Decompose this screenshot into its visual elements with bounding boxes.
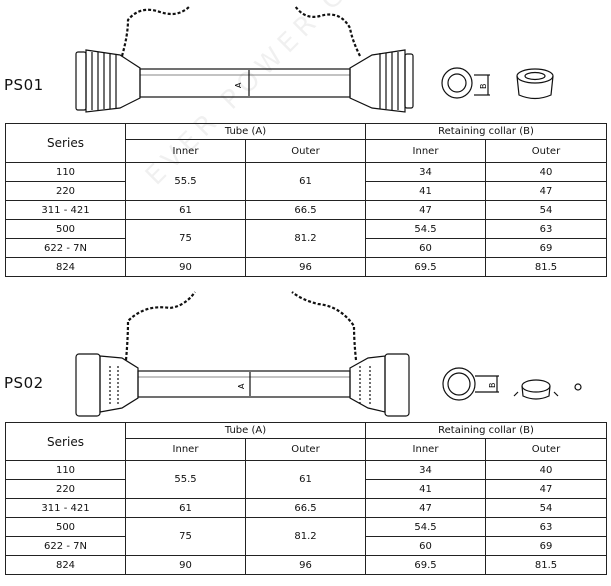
header-tube: Tube (A)	[125, 422, 366, 439]
tube-outer-cell: 66.5	[245, 498, 366, 518]
table-row: 110 55.5 61 34 40	[5, 162, 607, 201]
table-row: 110 55.5 61 34 40	[5, 460, 607, 499]
header-tube-inner: Inner	[125, 438, 246, 461]
collar-inner-cell: 34	[365, 162, 486, 182]
series-cell: 622 - 7N	[5, 238, 126, 258]
table-row: 824 90 96 69.5 81.5	[5, 257, 607, 277]
table-row: 500 75 81.2 54.5 63	[5, 517, 607, 556]
ps01-spec-table: Series Tube (A) Retaining collar (B) Inn…	[5, 123, 607, 277]
collar-outer-cell: 81.5	[485, 257, 607, 277]
header-collar: Retaining collar (B)	[365, 123, 607, 140]
section-ps02: A B PS02 Series Tube (A) Retaining colla…	[0, 286, 611, 586]
header-tube-inner: Inner	[125, 139, 246, 163]
series-cell: 622 - 7N	[5, 536, 126, 556]
collar-outer-cell: 40	[485, 162, 607, 182]
collar-inner-cell: 41	[365, 479, 486, 499]
tube-outer-cell: 96	[245, 257, 366, 277]
series-cell: 500	[5, 219, 126, 239]
collar-inner-cell: 69.5	[365, 555, 486, 575]
tube-inner-cell: 75	[125, 219, 246, 258]
header-series: Series	[5, 422, 126, 461]
ps01-label: PS01	[4, 76, 44, 94]
series-cell: 110	[5, 460, 126, 480]
collar-outer-cell: 54	[485, 498, 607, 518]
collar-inner-cell: 34	[365, 460, 486, 480]
collar-outer-cell: 69	[485, 536, 607, 556]
tube-outer-cell: 66.5	[245, 200, 366, 220]
tube-inner-cell: 61	[125, 498, 246, 518]
ps02-guard-drawing: A B	[75, 291, 582, 417]
tube-inner-cell: 75	[125, 517, 246, 556]
series-cell: 311 - 421	[5, 498, 126, 518]
table-row: 311 - 421 61 66.5 47 54	[5, 498, 607, 518]
tube-outer-cell: 96	[245, 555, 366, 575]
collar-outer-cell: 47	[485, 479, 607, 499]
collar-inner-cell: 54.5	[365, 219, 486, 239]
series-cell: 824	[5, 257, 126, 277]
table-row: 622 - 7N 60 69	[5, 536, 607, 556]
header-tube-outer: Outer	[245, 438, 366, 461]
section-ps01: A B PS01 Series Tube (A) Retaining colla…	[0, 0, 611, 286]
dim-a-label: A	[237, 383, 246, 389]
series-cell: 220	[5, 181, 126, 201]
header-collar-inner: Inner	[365, 139, 486, 163]
dim-b-label: B	[488, 383, 497, 389]
table-row: 500 75 81.2 54.5 63	[5, 219, 607, 258]
header-series: Series	[5, 123, 126, 163]
collar-inner-cell: 60	[365, 238, 486, 258]
collar-inner-cell: 47	[365, 498, 486, 518]
collar-inner-cell: 69.5	[365, 257, 486, 277]
dim-b-label: B	[479, 84, 488, 90]
ps01-guard-drawing: A B	[75, 5, 554, 113]
collar-inner-cell: 54.5	[365, 517, 486, 537]
collar-inner-cell: 60	[365, 536, 486, 556]
series-cell: 500	[5, 517, 126, 537]
header-collar-outer: Outer	[485, 139, 607, 163]
ps02-label: PS02	[4, 374, 44, 392]
tube-outer-cell: 81.2	[245, 517, 366, 556]
series-cell: 311 - 421	[5, 200, 126, 220]
collar-outer-cell: 40	[485, 460, 607, 480]
tube-inner-cell: 55.5	[125, 460, 246, 499]
series-cell: 220	[5, 479, 126, 499]
table-row: 220 41 47	[5, 479, 607, 499]
series-cell: 824	[5, 555, 126, 575]
collar-outer-cell: 63	[485, 219, 607, 239]
header-collar-outer: Outer	[485, 438, 607, 461]
tube-inner-cell: 90	[125, 555, 246, 575]
collar-outer-cell: 69	[485, 238, 607, 258]
tube-inner-cell: 61	[125, 200, 246, 220]
dim-a-label: A	[234, 82, 243, 88]
table-row: 824 90 96 69.5 81.5	[5, 555, 607, 575]
collar-inner-cell: 41	[365, 181, 486, 201]
collar-outer-cell: 81.5	[485, 555, 607, 575]
header-tube: Tube (A)	[125, 123, 366, 140]
tube-inner-cell: 90	[125, 257, 246, 277]
header-tube-outer: Outer	[245, 139, 366, 163]
tube-outer-cell: 61	[245, 460, 366, 499]
ps02-spec-table: Series Tube (A) Retaining collar (B) Inn…	[5, 422, 607, 575]
tube-outer-cell: 61	[245, 162, 366, 201]
collar-inner-cell: 47	[365, 200, 486, 220]
tube-outer-cell: 81.2	[245, 219, 366, 258]
collar-outer-cell: 54	[485, 200, 607, 220]
tube-inner-cell: 55.5	[125, 162, 246, 201]
table-row: 311 - 421 61 66.5 47 54	[5, 200, 607, 220]
header-collar: Retaining collar (B)	[365, 422, 607, 439]
header-collar-inner: Inner	[365, 438, 486, 461]
collar-outer-cell: 63	[485, 517, 607, 537]
table-row: 622 - 7N 60 69	[5, 238, 607, 258]
collar-outer-cell: 47	[485, 181, 607, 201]
series-cell: 110	[5, 162, 126, 182]
